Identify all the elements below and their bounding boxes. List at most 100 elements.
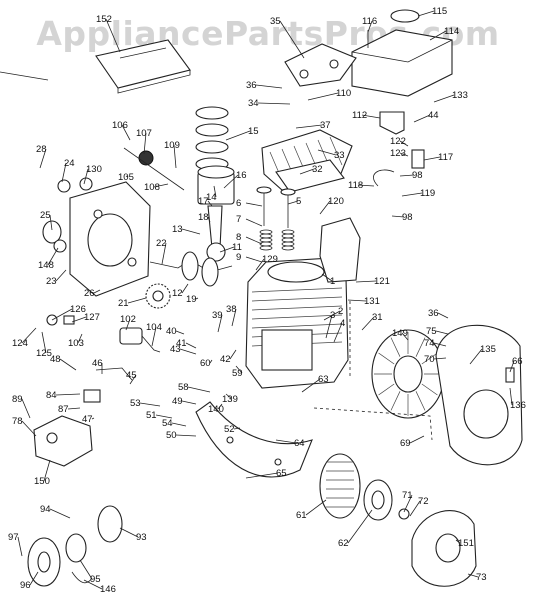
cover-bolt-hole [127,257,137,267]
leader-line-24 [61,162,67,183]
callout-4: 4 [340,318,345,329]
piston-ring-shape [195,123,229,137]
callout-35: 35 [270,16,281,27]
leader-line-115 [417,10,435,17]
leader-line-11 [219,246,235,253]
leader-line-139 [225,393,233,400]
clip-shape [505,367,515,383]
flywheel-fin [421,383,438,396]
block-lower [261,329,313,371]
washer-shape [57,179,71,193]
leader-line-129 [255,258,265,271]
callout-124: 124 [12,338,28,349]
leader-line-135 [469,348,483,365]
callout-89: 89 [12,394,23,405]
breather-tube-shape [373,169,395,187]
cover-inner [87,213,133,267]
shield-hole [299,69,309,79]
callout-114: 114 [444,26,459,37]
callout-131: 131 [364,296,380,307]
callout-48: 48 [50,354,61,365]
callout-87: 87 [58,404,69,415]
callout-129: 129 [262,254,278,265]
leader-line-25 [49,214,53,231]
callout-69: 69 [400,438,411,449]
leader-line-47 [91,417,95,420]
callout-103: 103 [68,338,84,349]
callout-116: 116 [362,16,377,27]
leader-line-72 [409,500,421,517]
callout-7: 7 [236,214,241,225]
leader-line-106 [121,124,131,141]
valve-spring [281,245,295,251]
leader-line-49 [181,400,197,405]
callout-8: 8 [236,232,241,243]
governor-gear-shape [138,150,154,166]
leader-line-127 [71,316,87,323]
leader-line-97 [17,536,23,557]
callout-11: 11 [232,242,242,253]
manual-book-edge [117,70,191,94]
callout-16: 16 [236,170,247,181]
air-baffle-shape [319,217,361,283]
ignition-coil-shape [119,327,143,345]
callout-9: 9 [236,252,241,263]
conrod-shape [207,205,223,249]
callout-23: 23 [46,276,57,287]
leader-line-89 [21,398,31,419]
head-gasket-shape [275,159,345,193]
leader-line-22 [161,242,167,265]
conrod-end [206,242,226,262]
callout-25: 25 [40,210,51,221]
leader-line-40 [175,330,185,335]
leader-line-78 [21,420,37,437]
callout-72: 72 [418,496,429,507]
leader-line-146 [83,579,103,590]
cam-gear-hub [152,290,164,302]
callout-63: 63 [318,374,329,385]
callout-21: 21 [118,298,129,309]
callout-112: 112 [352,110,367,121]
callout-24: 24 [64,158,75,169]
callout-120: 120 [328,196,344,207]
leader-line-108 [153,183,169,188]
callout-58: 58 [178,382,189,393]
callout-122: 122 [390,136,406,147]
manual-book-shape [95,39,191,89]
callout-98b: 98 [402,212,413,223]
leader-line-96 [29,571,39,586]
valve-spring [281,237,295,243]
callout-146: 146 [100,584,116,595]
valve-head [256,186,272,194]
flywheel-fin [378,383,395,396]
carb-linkage [83,389,101,403]
leader-line-124 [21,327,37,344]
muffler-edge [351,39,453,63]
callout-6: 6 [236,198,241,209]
leader-line-105 [125,175,129,178]
leader-line-7 [245,218,263,227]
shield-hole [329,59,339,69]
callout-31: 31 [372,312,383,323]
callout-149: 149 [392,328,408,339]
leader-line-19 [195,297,199,300]
governor-shaft [123,147,185,191]
leader-line-94 [49,508,71,519]
seal-ring [53,239,67,253]
callout-130: 130 [86,164,102,175]
leader-line-62 [347,509,373,544]
flywheel-fin [415,337,426,357]
callout-37: 37 [320,120,331,131]
callout-22: 22 [156,238,167,249]
leader-line-107 [143,132,147,155]
leader-line-36b [437,312,449,319]
callout-17: 17 [198,196,209,207]
leader-line-45 [129,374,137,385]
carb-screw [46,432,58,444]
leader-line-112 [361,114,381,119]
callout-139: 139 [222,394,238,405]
muffler-cap-shape [390,9,420,23]
leader-line-59 [235,365,243,374]
callout-123: 123 [390,148,406,159]
leader-line-64 [275,439,297,444]
